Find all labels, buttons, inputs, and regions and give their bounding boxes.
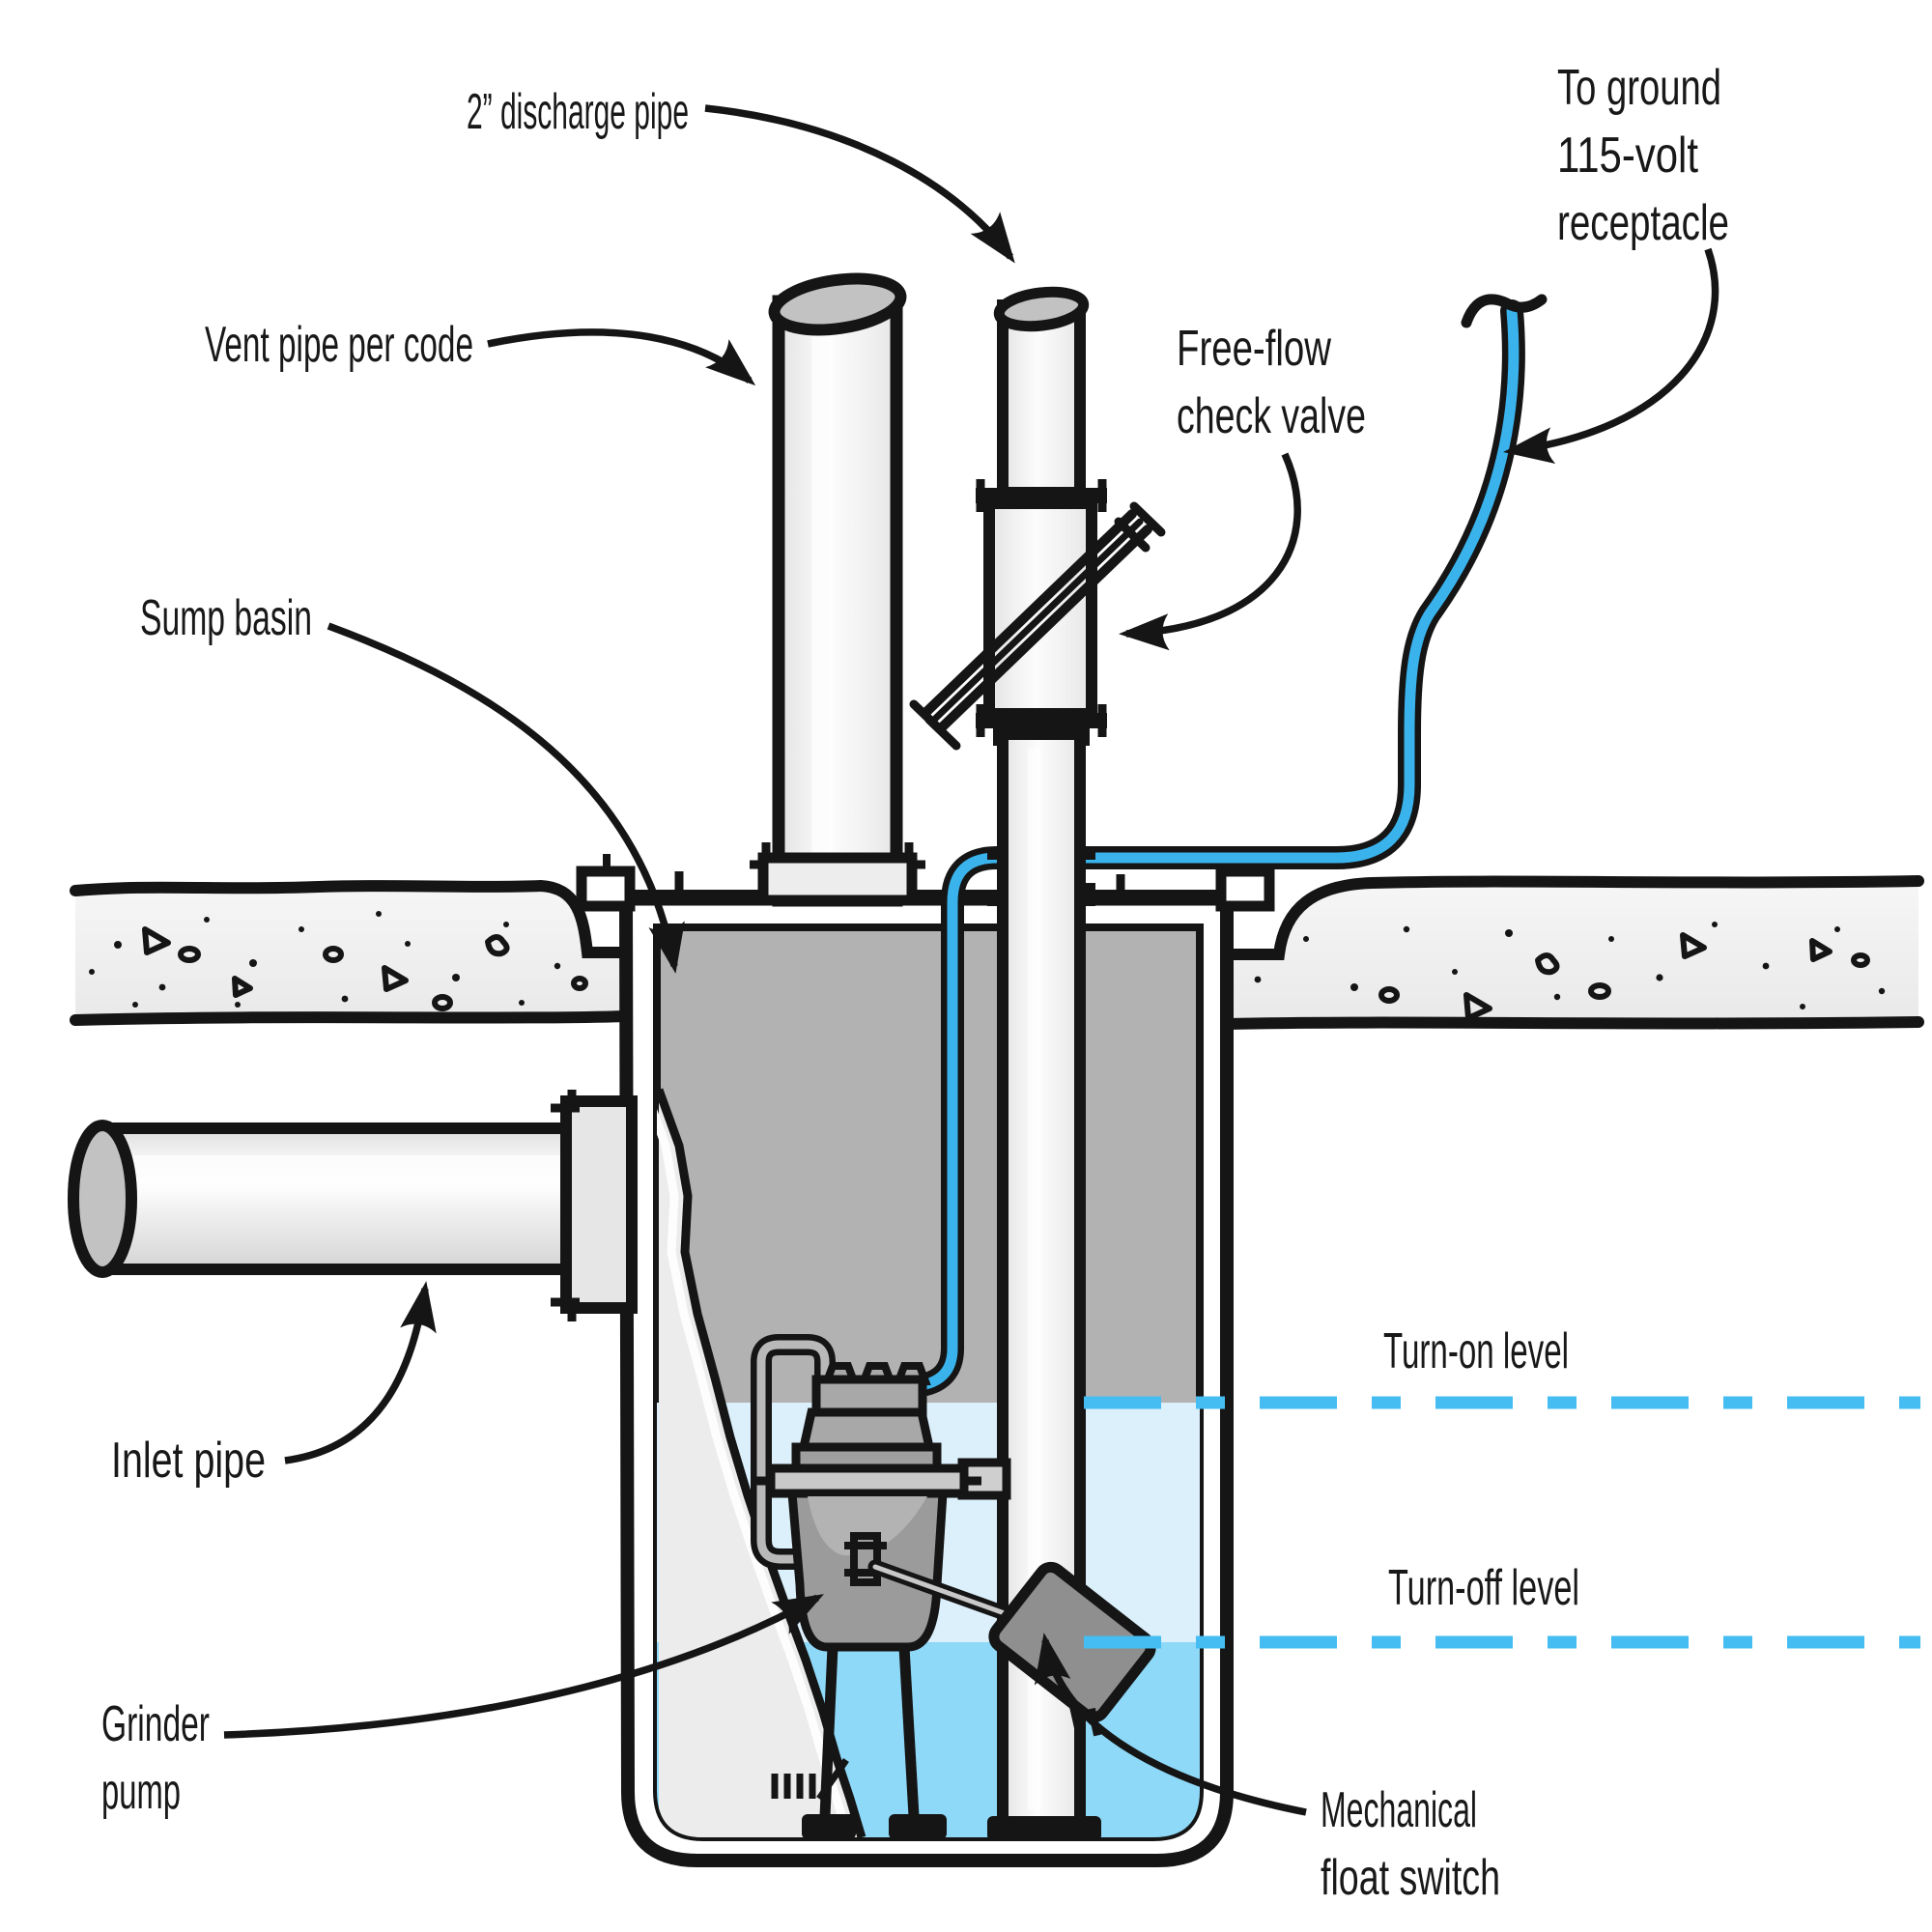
pump-strainer [771, 1757, 849, 1802]
label-check-valve: Free-flow check valve [1177, 321, 1366, 444]
leader-check-valve [1119, 452, 1301, 651]
concrete-slab-left [70, 879, 632, 1026]
basin-rim-ear-left [576, 866, 636, 912]
label-receptacle: To ground 115-volt receptacle [1557, 60, 1735, 251]
grinder-pump [751, 1334, 1156, 1839]
leader-vent-pipe [487, 328, 756, 386]
leader-receptacle [1503, 247, 1719, 465]
power-cord [902, 294, 1548, 1399]
label-float-switch: Mechanical float switch [1321, 1782, 1500, 1906]
pump-cap [811, 1375, 927, 1417]
leader-sump-basin [327, 622, 685, 974]
inlet-hub [560, 1095, 638, 1314]
basin-rim-ear-right [1215, 866, 1275, 912]
concrete-speckles-left [89, 911, 588, 1011]
inlet-pipe-opening [68, 1120, 137, 1278]
label-vent-pipe: Vent pipe per code [205, 317, 473, 373]
label-sump-basin: Sump basin [140, 590, 312, 646]
label-inlet-pipe: Inlet pipe [111, 1433, 266, 1489]
power-cord-curl [1461, 294, 1548, 328]
label-turn-on-level: Turn-on level [1383, 1323, 1569, 1379]
concrete-speckles-right [1254, 922, 1886, 1021]
label-turn-off-level: Turn-off level [1388, 1560, 1579, 1616]
leader-float-switch [1034, 1633, 1307, 1816]
check-valve-clapper [909, 501, 1166, 751]
vent-pipe-flange [757, 852, 918, 906]
power-cord-core [908, 305, 1520, 1393]
concrete-slab-right [1221, 875, 1924, 1030]
label-discharge-pipe: 2” discharge pipe [467, 84, 689, 140]
vent-pipe [750, 272, 925, 907]
leader-discharge-pipe [704, 104, 1015, 264]
label-grinder-pump: Grinder pump [101, 1696, 223, 1820]
pump-motor [798, 1407, 935, 1452]
check-valve-body [983, 497, 1097, 720]
vent-pipe-opening [768, 272, 907, 336]
leader-grinder-pump [223, 1594, 825, 1739]
pipe-foot [987, 1816, 1101, 1841]
leader-inlet-pipe [284, 1281, 437, 1464]
sump-basin [576, 854, 1275, 1867]
inlet-pipe [68, 1090, 638, 1321]
discharge-pipe-opening [993, 286, 1090, 332]
